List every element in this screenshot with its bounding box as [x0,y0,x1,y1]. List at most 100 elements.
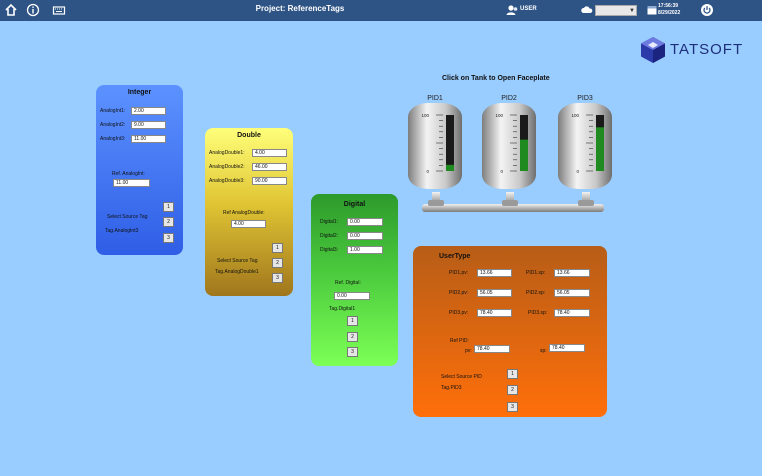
pid-tag-name: Tag.PID3 [441,385,462,391]
tank-pid3-scale-bottom-label: 0 [576,169,579,174]
analog-double1-input[interactable]: 4.00 [252,149,287,157]
pid3-sp-input[interactable]: 78.40 [554,309,590,317]
double-source-button-1[interactable]: 1 [272,243,283,253]
user-icon[interactable] [505,3,519,17]
ref-pv-label: pv: [465,348,472,354]
tank-pid2-scale-bottom-label: 0 [500,169,503,174]
tank-pid1-body: 100 0 [408,103,462,189]
top-bar: Project: ReferenceTags USER ▼ 17:56:39 8… [0,0,762,21]
tatsoft-logo-icon [641,37,665,63]
page-title: Project: ReferenceTags [255,4,345,13]
pid3-sp-label: PID3.sp: [528,310,548,316]
analog-int1-label: AnalogInt1: [100,108,126,114]
int-source-button-3[interactable]: 3 [163,233,174,243]
cloud-icon [580,3,594,17]
clock: 17:56:39 8/29/2022 [658,3,680,17]
ref-sp-input[interactable]: 78.40 [549,344,585,352]
double-panel: Double AnalogDouble1: 4.00 AnalogDouble2… [205,128,293,296]
usertype-panel: UserType PID1.pv: 13.66 PID1.sp: 13.66 P… [413,246,607,417]
tank-pid2-body: 100 0 [482,103,536,189]
pid2-sp-label: PID2.sp: [526,290,546,296]
ref-pv-input[interactable]: 78.40 [474,345,510,353]
digital1-label: Digital1: [320,219,339,225]
tank-pid1-level-track [446,115,454,171]
digital1-input[interactable]: 0.00 [347,218,383,226]
tank-pid2[interactable]: 100 0 PID2 [480,95,538,195]
keyboard-icon[interactable] [52,3,66,17]
integer-panel: Integer AnalogInt1: 2.00 AnalogInt2: 9.0… [96,85,183,255]
tank-pid2-label: PID2 [501,95,517,102]
analog-int3-label: AnalogInt3: [100,136,126,142]
int-select-label: Select Source Tag [107,214,148,220]
user-label[interactable]: USER [520,6,537,12]
ref-sp-label: sp: [540,348,547,354]
analog-double2-input[interactable]: 46.00 [252,163,287,171]
tank-pid1[interactable]: 100 0 PID1 [406,95,464,195]
digital-title: Digital [343,201,366,208]
ref-digital-input[interactable]: 0.00 [334,292,370,300]
int-source-button-1[interactable]: 1 [163,202,174,212]
language-select[interactable]: ▼ [595,5,637,16]
int-tag-name: Tag.AnalogInt3 [105,228,139,234]
pid2-pv-input[interactable]: 56.05 [477,289,512,297]
pid1-sp-label: PID1.sp: [526,270,546,276]
digital-source-button-2[interactable]: 2 [347,332,358,342]
pid-select-label: Select Source PID [441,374,482,380]
int-source-button-2[interactable]: 2 [163,217,174,227]
digital-source-button-3[interactable]: 3 [347,347,358,357]
double-select-label: Select Source Tag [217,258,258,264]
tank-pid3-level-fill [596,127,604,171]
pid-source-button-1[interactable]: 1 [507,369,518,379]
analog-int1-input[interactable]: 2.00 [131,107,166,115]
pid-source-button-3[interactable]: 3 [507,402,518,412]
pid1-sp-input[interactable]: 13.66 [554,269,590,277]
pid3-pv-input[interactable]: 78.40 [477,309,512,317]
digital3-label: Digital3: [320,247,339,253]
digital-source-button-1[interactable]: 1 [347,316,358,326]
chevron-down-icon: ▼ [629,8,635,14]
analog-int2-input[interactable]: 9.00 [131,121,166,129]
analog-double3-label: AnalogDouble3: [209,178,245,184]
analog-double2-label: AnalogDouble2: [209,164,245,170]
pid2-sp-input[interactable]: 56.05 [554,289,590,297]
tank-pid1-scale-bottom-label: 0 [426,169,429,174]
digital2-label: Digital2: [320,233,339,239]
ref-int-label: Ref. AnalogInt: [112,171,145,177]
double-source-button-3[interactable]: 3 [272,273,283,283]
tank-pid2-level-fill [520,139,528,171]
digital-panel: Digital Digital1: 0.00 Digital2: 0.00 Di… [311,194,398,366]
digital3-input[interactable]: 1.00 [347,246,383,254]
calendar-icon [645,3,659,17]
analog-double1-label: AnalogDouble1: [209,150,245,156]
pid1-pv-input[interactable]: 13.66 [477,269,512,277]
pid-source-button-2[interactable]: 2 [507,385,518,395]
power-icon[interactable] [700,3,714,17]
ref-double-label: Ref AnalogDouble: [223,210,265,216]
ref-pid-label: Ref PID: [450,338,469,344]
digital2-input[interactable]: 0.00 [347,232,383,240]
logo-text: TATSOFT [670,41,744,58]
tank-pid2-scale-top-label: 100 [495,113,503,118]
double-source-button-2[interactable]: 2 [272,258,283,268]
pid3-pv-label: PID3.pv: [449,310,469,316]
integer-title: Integer [127,89,152,96]
tank-pid1-level-fill [446,164,454,171]
ref-double-input[interactable]: 4.00 [231,220,266,228]
double-tag-name: Tag.AnalogDouble1 [215,269,259,275]
analog-double3-input[interactable]: 90.00 [252,177,287,185]
tank-pid3-label: PID3 [577,95,593,102]
info-icon[interactable] [26,3,40,17]
pipe-manifold [422,192,604,212]
digital-tag-name: Tag.Digital1 [329,306,356,312]
home-icon[interactable] [4,3,18,17]
pid1-pv-label: PID1.pv: [449,270,469,276]
ref-int-input[interactable]: 11.00 [113,179,150,187]
ref-digital-label: Ref. Digital: [335,280,361,286]
tank-pid1-label: PID1 [427,95,443,102]
double-title: Double [237,132,261,139]
pid2-pv-label: PID2.pv: [449,290,469,296]
tank-pid1-scale-top-label: 100 [421,113,429,118]
analog-int3-input[interactable]: 11.00 [131,135,166,143]
